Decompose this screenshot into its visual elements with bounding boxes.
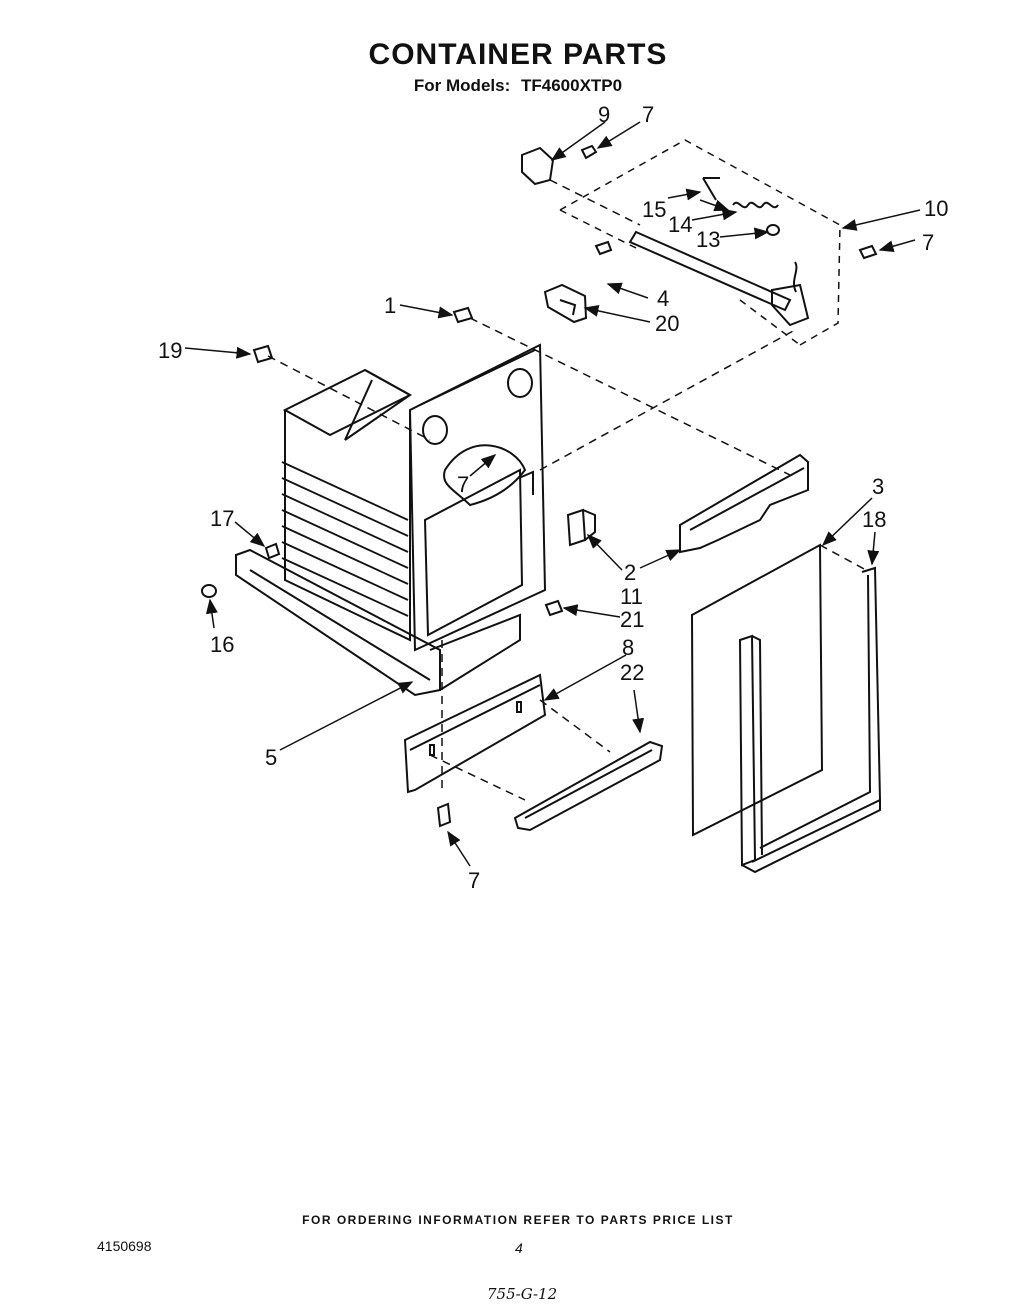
screw-part — [544, 599, 564, 617]
container-back-panel — [408, 343, 547, 652]
callout-21: 21 — [620, 607, 644, 632]
container-fins — [281, 461, 409, 617]
callout-9: 9 — [598, 102, 610, 127]
screw-part — [252, 344, 431, 441]
callout-10: 10 — [924, 196, 948, 221]
callout-17: 17 — [210, 506, 234, 531]
callout-4: 4 — [657, 286, 669, 311]
models-value: TF4600XTP0 — [520, 76, 623, 95]
callout-15: 15 — [642, 197, 666, 222]
callout-7-right: 7 — [922, 230, 934, 255]
ordering-note: FOR ORDERING INFORMATION REFER TO PARTS … — [302, 1213, 734, 1227]
support-bracket-part — [403, 640, 611, 801]
page-number: 4 — [515, 1240, 523, 1256]
screw-part — [452, 306, 791, 476]
latch-bracket-part — [521, 146, 641, 226]
callout-14: 14 — [668, 212, 692, 237]
latch-rod-part — [628, 230, 810, 327]
callout-22: 22 — [620, 660, 644, 685]
callout-7-center: 7 — [457, 472, 469, 497]
container-body — [281, 368, 413, 642]
callout-11: 11 — [620, 584, 643, 609]
page-title: CONTAINER PARTS — [368, 38, 668, 71]
callout-19: 19 — [158, 338, 182, 363]
hinge-bracket-part — [543, 283, 588, 324]
front-trim-part — [235, 548, 521, 697]
screw-part — [436, 802, 452, 828]
callout-20: 20 — [655, 311, 679, 336]
models-label: For Models: — [413, 76, 511, 95]
latch-pin-part — [702, 177, 720, 201]
document-part-number: 4150698 — [97, 1238, 152, 1254]
slide-rail-part — [679, 453, 809, 554]
callout-13: 13 — [696, 227, 720, 252]
callout-8: 8 — [622, 635, 634, 660]
clip-part — [566, 508, 596, 547]
screw-part — [580, 144, 598, 160]
spring-part — [732, 201, 780, 236]
callout-16: 16 — [210, 632, 234, 657]
screw-part — [264, 542, 281, 560]
models-line: For Models: TF4600XTP0 — [0, 76, 1036, 96]
callout-7-top: 7 — [642, 102, 654, 127]
latch-assembly-outline — [559, 139, 841, 346]
handle-part — [513, 740, 664, 832]
callout-3: 3 — [872, 474, 884, 499]
callout-18: 18 — [862, 507, 886, 532]
handwritten-code: 755-G-12 — [487, 1285, 558, 1303]
callout-1: 1 — [384, 293, 396, 318]
screw-part — [858, 244, 878, 260]
callout-5: 5 — [265, 745, 277, 770]
callout-7-bottom: 7 — [468, 868, 480, 893]
callout-2: 2 — [624, 560, 636, 585]
glass-panel-part — [690, 543, 867, 837]
door-frame-part — [738, 566, 882, 874]
screw-part — [594, 240, 613, 256]
screw-part — [201, 584, 217, 598]
